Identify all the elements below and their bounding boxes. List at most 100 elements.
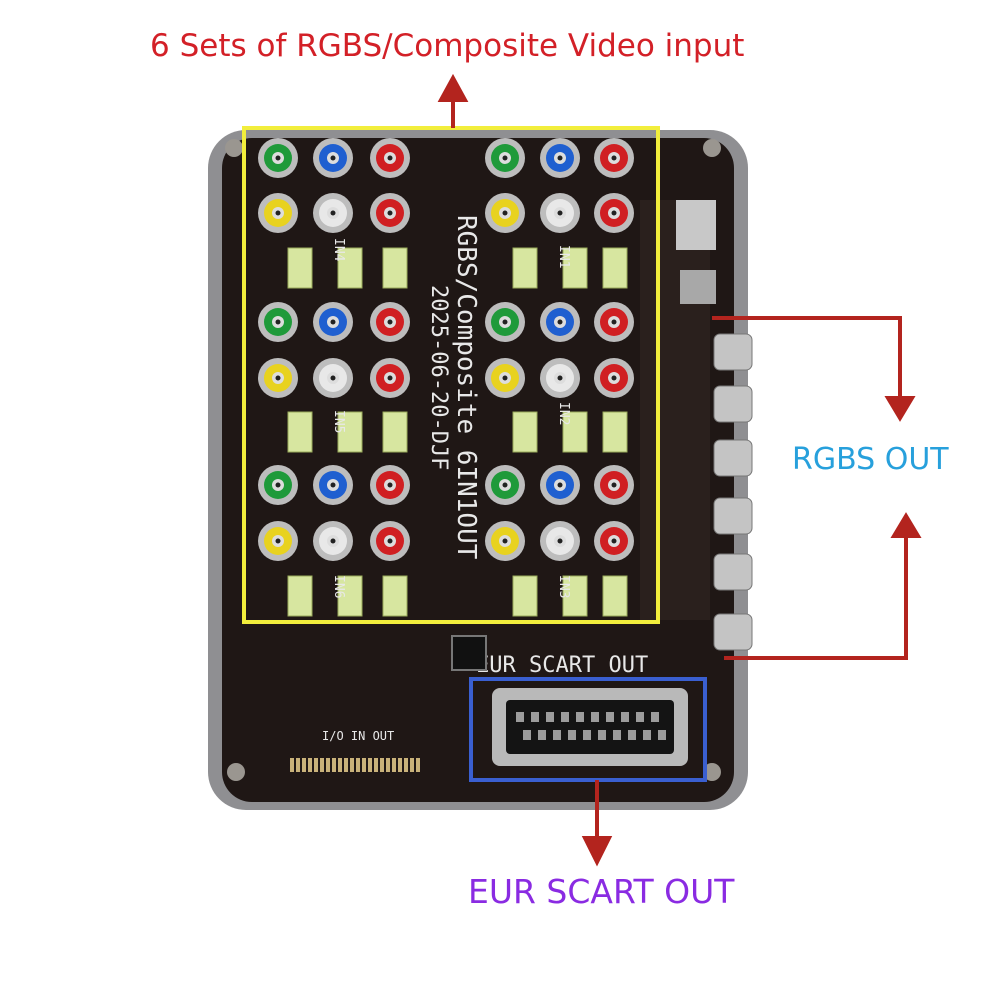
output-jack bbox=[713, 333, 753, 371]
header-pin bbox=[398, 758, 402, 772]
in-label: IN5 bbox=[331, 410, 346, 433]
pcb-right-strip bbox=[640, 200, 710, 620]
scart-pins bbox=[516, 712, 666, 740]
arrow-up-icon bbox=[890, 512, 922, 538]
capacitor bbox=[337, 575, 363, 617]
ic-chip bbox=[451, 635, 487, 671]
scart-pin bbox=[576, 712, 584, 722]
annotation-arrows bbox=[437, 73, 922, 867]
scart-pin bbox=[568, 730, 576, 740]
header-pin bbox=[392, 758, 396, 772]
rca-jack bbox=[313, 358, 353, 398]
scart-pin bbox=[553, 730, 561, 740]
header-pin bbox=[332, 758, 336, 772]
usb-power-port bbox=[676, 200, 716, 250]
header-pin bbox=[350, 758, 354, 772]
header-pin bbox=[404, 758, 408, 772]
rca-jack bbox=[258, 358, 298, 398]
rca-jack bbox=[485, 521, 525, 561]
rca-jack bbox=[594, 138, 634, 178]
rca-jack bbox=[594, 521, 634, 561]
rca-jack bbox=[540, 358, 580, 398]
rca-jack bbox=[540, 521, 580, 561]
arrow-down-icon bbox=[884, 396, 916, 422]
scart-pin bbox=[636, 712, 644, 722]
header-pin bbox=[380, 758, 384, 772]
rca-jack bbox=[258, 465, 298, 505]
capacitor bbox=[602, 575, 628, 617]
in-label: IN3 bbox=[556, 575, 571, 598]
rca-jack bbox=[370, 193, 410, 233]
rca-jack-grid bbox=[258, 138, 634, 617]
rca-jack bbox=[594, 358, 634, 398]
rgbs-output-jacks bbox=[713, 333, 753, 651]
capacitor bbox=[337, 247, 363, 289]
in-label: IN1 bbox=[556, 245, 571, 268]
capacitor bbox=[562, 575, 588, 617]
header-pin bbox=[416, 758, 420, 772]
scart-pin bbox=[591, 712, 599, 722]
header-pin bbox=[386, 758, 390, 772]
capacitor bbox=[382, 411, 408, 453]
capacitor bbox=[562, 247, 588, 289]
scart-pin bbox=[538, 730, 546, 740]
rca-jack bbox=[594, 302, 634, 342]
rca-jack bbox=[258, 302, 298, 342]
header-pin bbox=[302, 758, 306, 772]
scart-pin bbox=[516, 712, 524, 722]
scart-pin bbox=[598, 730, 606, 740]
header-pin bbox=[356, 758, 360, 772]
header-pin bbox=[338, 758, 342, 772]
capacitor bbox=[337, 411, 363, 453]
rca-jack bbox=[485, 358, 525, 398]
rca-jack bbox=[540, 302, 580, 342]
header-pin bbox=[410, 758, 414, 772]
capacitor bbox=[512, 575, 538, 617]
rca-jack bbox=[485, 302, 525, 342]
scart-pin bbox=[561, 712, 569, 722]
rca-jack bbox=[540, 465, 580, 505]
in-label: IN2 bbox=[556, 402, 571, 425]
screw-icon bbox=[703, 763, 721, 781]
scart-pin bbox=[621, 712, 629, 722]
board-main-text: RGBS/Composite 6IN1OUT bbox=[451, 215, 481, 560]
rca-jack bbox=[485, 138, 525, 178]
arrow-up-icon bbox=[437, 73, 469, 102]
rgbs-out-label: RGBS OUT bbox=[792, 442, 949, 477]
io-header-pins bbox=[290, 758, 420, 772]
capacitor bbox=[287, 575, 313, 617]
board-io-text: I/O IN OUT bbox=[322, 729, 394, 743]
rca-jack bbox=[258, 193, 298, 233]
capacitor bbox=[382, 575, 408, 617]
header-pin bbox=[290, 758, 294, 772]
rca-jack bbox=[594, 193, 634, 233]
scart-pin bbox=[613, 730, 621, 740]
output-jack bbox=[713, 385, 753, 423]
scart-pin bbox=[523, 730, 531, 740]
arrow-down-icon bbox=[581, 836, 613, 867]
capacitor bbox=[512, 247, 538, 289]
output-jack bbox=[713, 497, 753, 535]
capacitor bbox=[382, 247, 408, 289]
scart-pin bbox=[658, 730, 666, 740]
scart-highlight-box bbox=[469, 677, 707, 782]
screw-icon bbox=[703, 139, 721, 157]
rca-jack bbox=[313, 465, 353, 505]
input-label: 6 Sets of RGBS/Composite Video input bbox=[150, 28, 745, 64]
scart-pin bbox=[583, 730, 591, 740]
rca-jack bbox=[370, 358, 410, 398]
rca-jack bbox=[370, 521, 410, 561]
rca-jack bbox=[370, 465, 410, 505]
output-jack bbox=[713, 553, 753, 591]
scart-out-label: EUR SCART OUT bbox=[468, 872, 735, 911]
header-pin bbox=[344, 758, 348, 772]
rca-jack bbox=[313, 138, 353, 178]
rca-jack bbox=[313, 521, 353, 561]
header-pin bbox=[314, 758, 318, 772]
scart-pin bbox=[546, 712, 554, 722]
header-pin bbox=[368, 758, 372, 772]
rca-jack bbox=[540, 138, 580, 178]
scart-connector-body bbox=[506, 700, 674, 754]
rca-jack bbox=[370, 138, 410, 178]
